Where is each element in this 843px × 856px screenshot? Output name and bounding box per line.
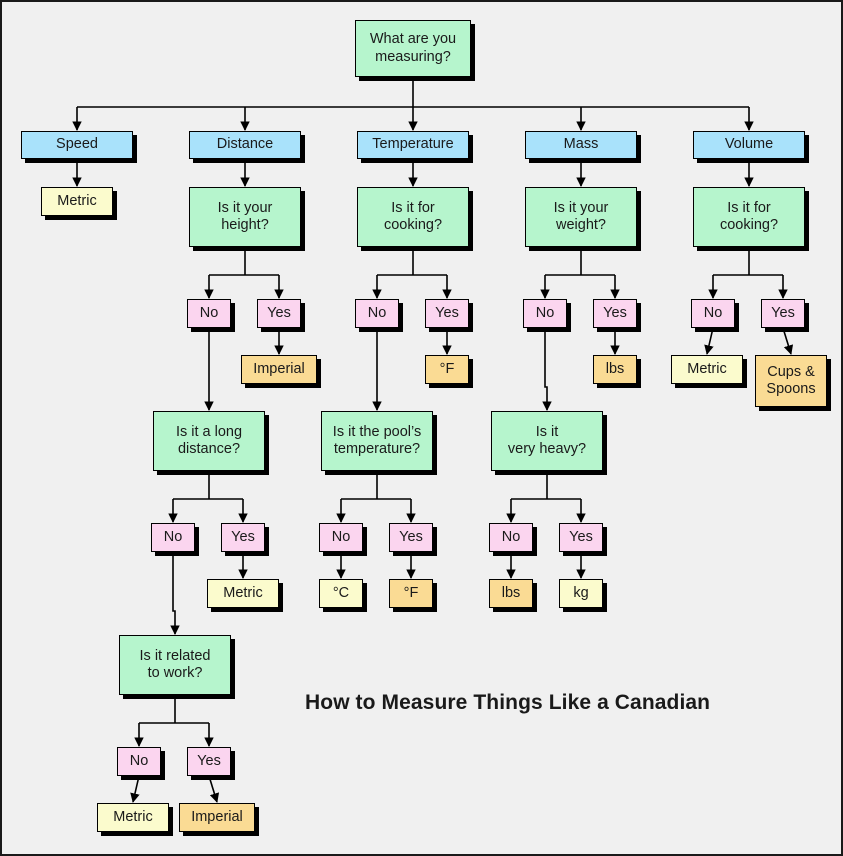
node-temperature[interactable]: Temperature — [357, 131, 469, 159]
node-d_imperial3[interactable]: Imperial — [179, 803, 255, 832]
edge-path — [208, 775, 220, 803]
node-d_metric2[interactable]: Metric — [207, 579, 279, 608]
node-v_q1_yes[interactable]: Yes — [761, 299, 805, 328]
node-t_q2[interactable]: Is it the pool’s temperature? — [321, 411, 433, 471]
node-t_c[interactable]: °C — [319, 579, 363, 608]
diagram-title: How to Measure Things Like a Canadian — [305, 691, 711, 714]
node-m_q2[interactable]: Is it very heavy? — [491, 411, 603, 471]
edge-path — [542, 328, 552, 411]
node-t_f2[interactable]: °F — [389, 579, 433, 608]
edge-path — [170, 552, 180, 635]
node-root[interactable]: What are you measuring? — [355, 20, 471, 77]
node-t_q1[interactable]: Is it for cooking? — [357, 187, 469, 247]
node-d_q1_no[interactable]: No — [187, 299, 231, 328]
node-m_lbs2[interactable]: lbs — [489, 579, 533, 608]
node-d_imperial[interactable]: Imperial — [241, 355, 317, 384]
node-m_q2_yes[interactable]: Yes — [559, 523, 603, 552]
edge-path — [130, 775, 140, 803]
node-v_q1_no[interactable]: No — [691, 299, 735, 328]
edge-path — [704, 327, 714, 355]
node-distance[interactable]: Distance — [189, 131, 301, 159]
node-d_q2_yes[interactable]: Yes — [221, 523, 265, 552]
node-d_q2_no[interactable]: No — [151, 523, 195, 552]
node-speed[interactable]: Speed — [21, 131, 133, 159]
node-m_q1_no[interactable]: No — [523, 299, 567, 328]
node-t_f1[interactable]: °F — [425, 355, 469, 384]
node-d_q1[interactable]: Is it your height? — [189, 187, 301, 247]
node-m_q2_no[interactable]: No — [489, 523, 533, 552]
node-v_metric[interactable]: Metric — [671, 355, 743, 384]
edge-path — [782, 327, 794, 355]
node-d_metric3[interactable]: Metric — [97, 803, 169, 832]
node-m_lbs1[interactable]: lbs — [593, 355, 637, 384]
node-t_q1_yes[interactable]: Yes — [425, 299, 469, 328]
node-t_q2_yes[interactable]: Yes — [389, 523, 433, 552]
node-t_q2_no[interactable]: No — [319, 523, 363, 552]
node-mass[interactable]: Mass — [525, 131, 637, 159]
node-m_q1[interactable]: Is it your weight? — [525, 187, 637, 247]
node-v_cups[interactable]: Cups & Spoons — [755, 355, 827, 407]
node-speed_metric[interactable]: Metric — [41, 187, 113, 216]
node-d_q2[interactable]: Is it a long distance? — [153, 411, 265, 471]
node-d_q3_no[interactable]: No — [117, 747, 161, 776]
node-d_q1_yes[interactable]: Yes — [257, 299, 301, 328]
node-v_q1[interactable]: Is it for cooking? — [693, 187, 805, 247]
node-d_q3_yes[interactable]: Yes — [187, 747, 231, 776]
node-volume[interactable]: Volume — [693, 131, 805, 159]
node-m_kg[interactable]: kg — [559, 579, 603, 608]
node-t_q1_no[interactable]: No — [355, 299, 399, 328]
node-m_q1_yes[interactable]: Yes — [593, 299, 637, 328]
node-d_q3[interactable]: Is it related to work? — [119, 635, 231, 695]
